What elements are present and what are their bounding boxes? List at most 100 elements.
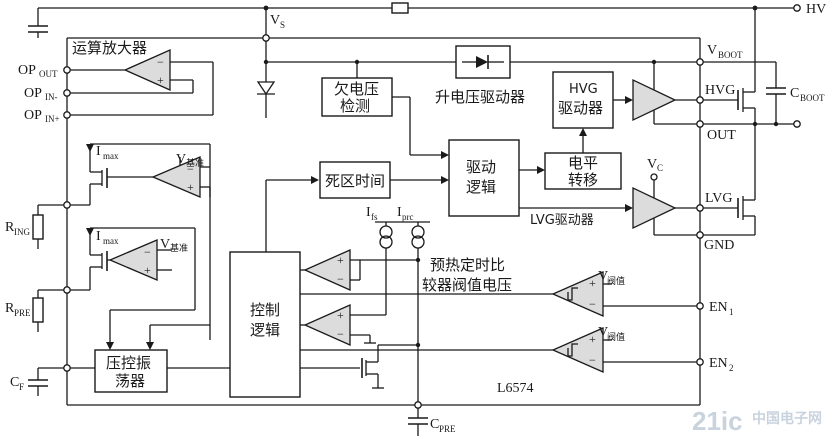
cf-capacitor bbox=[28, 367, 64, 396]
watermark-logo: 21ic bbox=[692, 406, 743, 436]
gnd-pin bbox=[696, 231, 704, 239]
out-pin bbox=[696, 120, 704, 128]
chip-outline bbox=[66, 37, 701, 406]
uvlo-label-2: 检测 bbox=[340, 97, 370, 115]
svg-text:PRE: PRE bbox=[14, 308, 31, 318]
svg-text:+: + bbox=[157, 73, 164, 87]
out-label: OUT bbox=[707, 128, 736, 143]
opamp-block: − + bbox=[67, 48, 214, 116]
op-inm-pin bbox=[63, 89, 71, 97]
hvg-driver-block bbox=[552, 71, 614, 129]
preheat-comparator: + − bbox=[300, 248, 418, 292]
cpre-pin bbox=[414, 401, 422, 409]
lvg-pin bbox=[696, 204, 704, 212]
op-out-label: OP bbox=[18, 63, 36, 78]
gnd-label: GND bbox=[704, 238, 734, 253]
imax-stage-2: − + bbox=[67, 227, 196, 310]
svg-text:−: − bbox=[589, 297, 596, 311]
ring-label: R bbox=[5, 220, 15, 235]
svg-text:−: − bbox=[337, 272, 344, 286]
deadtime-block bbox=[319, 161, 391, 199]
svg-text:−: − bbox=[337, 327, 344, 341]
watermark-text: 中国电子网 bbox=[752, 410, 822, 427]
svg-text:fs: fs bbox=[371, 212, 378, 222]
svg-text:2: 2 bbox=[729, 363, 734, 373]
cf-pin bbox=[63, 364, 71, 372]
preheat-label-1: 预热定时比 bbox=[430, 256, 505, 274]
ring-resistor bbox=[32, 204, 64, 249]
hv-label: HV bbox=[806, 2, 826, 17]
vs-label: V bbox=[270, 13, 280, 28]
op-out-pin bbox=[63, 66, 71, 74]
svg-text:+: + bbox=[187, 180, 194, 194]
vref2-label: V bbox=[160, 237, 170, 252]
hvg-label: HVG bbox=[705, 83, 735, 98]
drive-logic-block bbox=[448, 139, 520, 217]
current-source-iprc bbox=[411, 222, 425, 405]
svg-text:+: + bbox=[337, 308, 344, 322]
svg-text:阀值: 阀值 bbox=[607, 275, 625, 286]
svg-text:max: max bbox=[103, 151, 119, 161]
svg-text:+: + bbox=[589, 276, 596, 290]
vco-label-2: 荡器 bbox=[115, 372, 145, 390]
rpre-label: R bbox=[5, 301, 15, 316]
imax2-label: I bbox=[96, 229, 101, 244]
cboot-capacitor bbox=[703, 61, 786, 124]
vboot-label: V bbox=[707, 43, 717, 58]
high-side-mosfet bbox=[703, 8, 756, 124]
hvg-driver-label-1: HVG bbox=[569, 82, 598, 97]
svg-text:−: − bbox=[144, 245, 151, 259]
low-side-mosfet bbox=[703, 124, 756, 236]
op-inp-pin bbox=[63, 111, 71, 119]
svg-text:S: S bbox=[280, 20, 285, 30]
vco-block bbox=[94, 349, 168, 393]
lvg-label: LVG bbox=[705, 191, 733, 206]
preheat-label-2: 较器阀值电压 bbox=[422, 276, 512, 294]
cpre-label: C bbox=[430, 417, 439, 432]
vboot-pin bbox=[696, 58, 704, 66]
en2-pin bbox=[696, 358, 704, 366]
rpre-pin bbox=[63, 286, 71, 294]
en2-comparator: + − bbox=[300, 327, 697, 373]
svg-text:BOOT: BOOT bbox=[718, 50, 743, 60]
svg-text:阀值: 阀值 bbox=[607, 331, 625, 342]
cboot-label: C bbox=[790, 86, 799, 101]
opamp-label: 运算放大器 bbox=[72, 39, 147, 57]
svg-text:prc: prc bbox=[402, 212, 414, 222]
svg-text:F: F bbox=[19, 382, 24, 392]
level-shift-label-2: 转移 bbox=[568, 171, 598, 189]
rpre-resistor bbox=[32, 289, 64, 332]
svg-text:IN+: IN+ bbox=[45, 114, 60, 124]
vco-label-1: 压控振 bbox=[106, 354, 151, 372]
control-logic-label-1: 控制 bbox=[250, 301, 280, 319]
ring-pin bbox=[63, 201, 71, 209]
cpre-capacitor bbox=[408, 408, 428, 436]
svg-text:+: + bbox=[337, 253, 344, 267]
imax-stage-1: − + bbox=[67, 143, 211, 340]
current-source-ifs bbox=[379, 222, 393, 315]
opamp-triangle bbox=[123, 48, 171, 92]
control-logic-block bbox=[229, 251, 301, 398]
en1-comparator: + − bbox=[300, 271, 697, 317]
discharge-transistor bbox=[300, 344, 418, 389]
fs-comparator: + − bbox=[300, 303, 386, 347]
vth1-label: V bbox=[598, 269, 608, 284]
svg-text:ING: ING bbox=[14, 227, 30, 237]
hv-rail bbox=[28, 2, 801, 38]
en2-label: EN bbox=[709, 356, 728, 371]
deadtime-label: 死区时间 bbox=[325, 172, 385, 190]
svg-text:C: C bbox=[657, 163, 663, 173]
svg-text:OUT: OUT bbox=[39, 69, 58, 79]
hvg-driver-label-2: 驱动器 bbox=[558, 99, 603, 117]
svg-text:1: 1 bbox=[729, 307, 734, 317]
vc-label: V bbox=[647, 157, 657, 172]
chip-name: L6574 bbox=[497, 381, 534, 396]
en1-label: EN bbox=[709, 300, 728, 315]
svg-text:−: − bbox=[589, 353, 596, 367]
svg-text:BOOT: BOOT bbox=[800, 93, 825, 103]
op-inm-label: OP bbox=[24, 86, 42, 101]
hv-resistor bbox=[391, 2, 409, 14]
svg-text:−: − bbox=[157, 55, 164, 69]
